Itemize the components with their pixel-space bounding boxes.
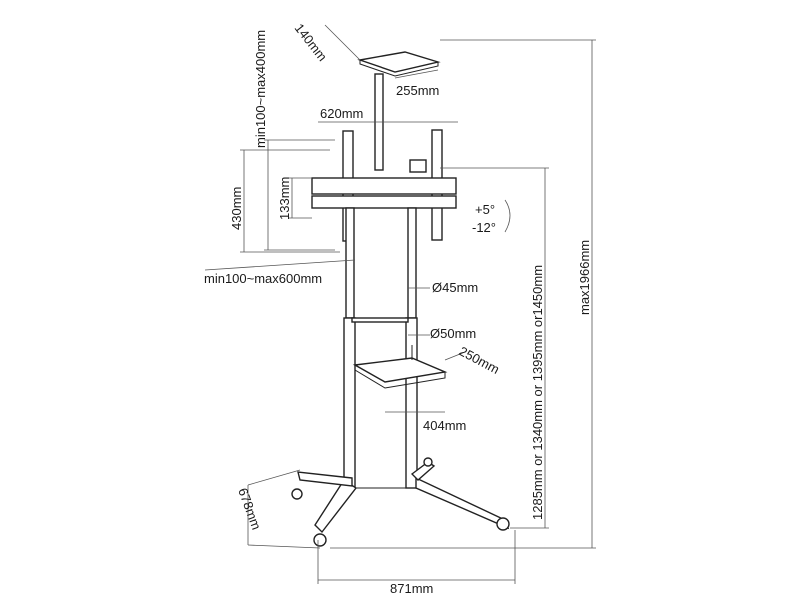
label-bracket-height: 430mm xyxy=(229,187,244,230)
stand-base xyxy=(291,457,510,547)
dimension-lines xyxy=(204,24,596,584)
label-max-height: max1966mm xyxy=(577,240,592,315)
label-rail-height: 133mm xyxy=(277,177,292,220)
label-shelf-top-depth: 140mm xyxy=(292,21,331,64)
label-height-options: 1285mm or 1340mm or 1395mm or1450mm xyxy=(530,265,545,520)
label-base-width: 871mm xyxy=(390,581,433,596)
label-tilt-up: +5° xyxy=(475,202,495,217)
label-shelf-depth: 250mm xyxy=(457,343,502,377)
label-pole-upper-diameter: Ø45mm xyxy=(432,280,478,295)
stand-poles xyxy=(343,207,418,489)
middle-shelf xyxy=(352,345,448,389)
label-base-depth: 678mm xyxy=(235,486,264,532)
label-tilt-down: -12° xyxy=(472,220,496,235)
label-bracket-width: 620mm xyxy=(320,106,363,121)
label-vesa-height-range: min100~max400mm xyxy=(253,30,268,148)
top-shelf xyxy=(357,51,441,171)
label-pole-lower-diameter: Ø50mm xyxy=(430,326,476,341)
tv-bracket xyxy=(311,129,457,242)
label-vesa-width-range: min100~max600mm xyxy=(204,271,322,286)
label-shelf-width: 404mm xyxy=(423,418,466,433)
label-shelf-top-width: 255mm xyxy=(396,83,439,98)
